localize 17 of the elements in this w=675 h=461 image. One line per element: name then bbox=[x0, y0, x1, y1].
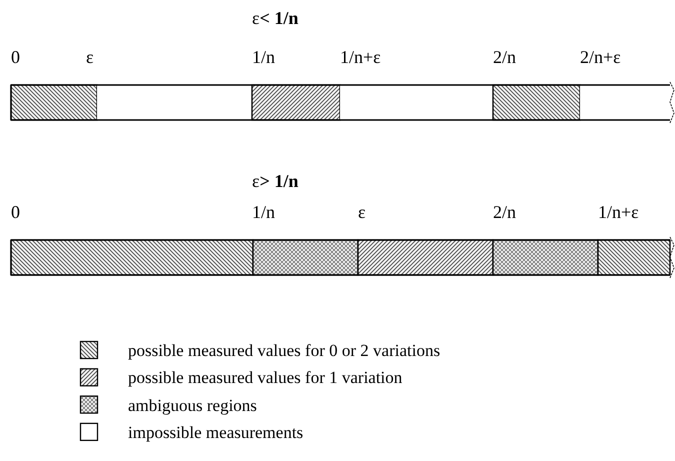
tick-label: 1/n bbox=[252, 203, 276, 221]
tick-label: 0 bbox=[11, 203, 20, 221]
tick-label: 0 bbox=[11, 48, 20, 66]
tick-label: ε bbox=[86, 48, 94, 66]
tick-label: 2/n bbox=[493, 203, 516, 221]
tick-label: 1/n+ε bbox=[340, 48, 381, 66]
tick-label: 1/n bbox=[252, 48, 276, 66]
tick-label: ε bbox=[358, 203, 366, 221]
tick-label: 2/n+ε bbox=[580, 48, 621, 66]
legend-text: ambiguous regions bbox=[128, 396, 257, 414]
case-heading: ε< 1/n bbox=[252, 9, 298, 27]
legend-text: impossible measurements bbox=[128, 424, 304, 441]
case-heading: ε> 1/n bbox=[252, 172, 298, 190]
legend-text: possible measured values for 1 variation bbox=[128, 369, 402, 386]
legend-text: possible measured values for 0 or 2 variations bbox=[128, 342, 440, 359]
tick-label: 2/n bbox=[493, 48, 516, 66]
tick-label: 1/n+ε bbox=[598, 203, 639, 221]
